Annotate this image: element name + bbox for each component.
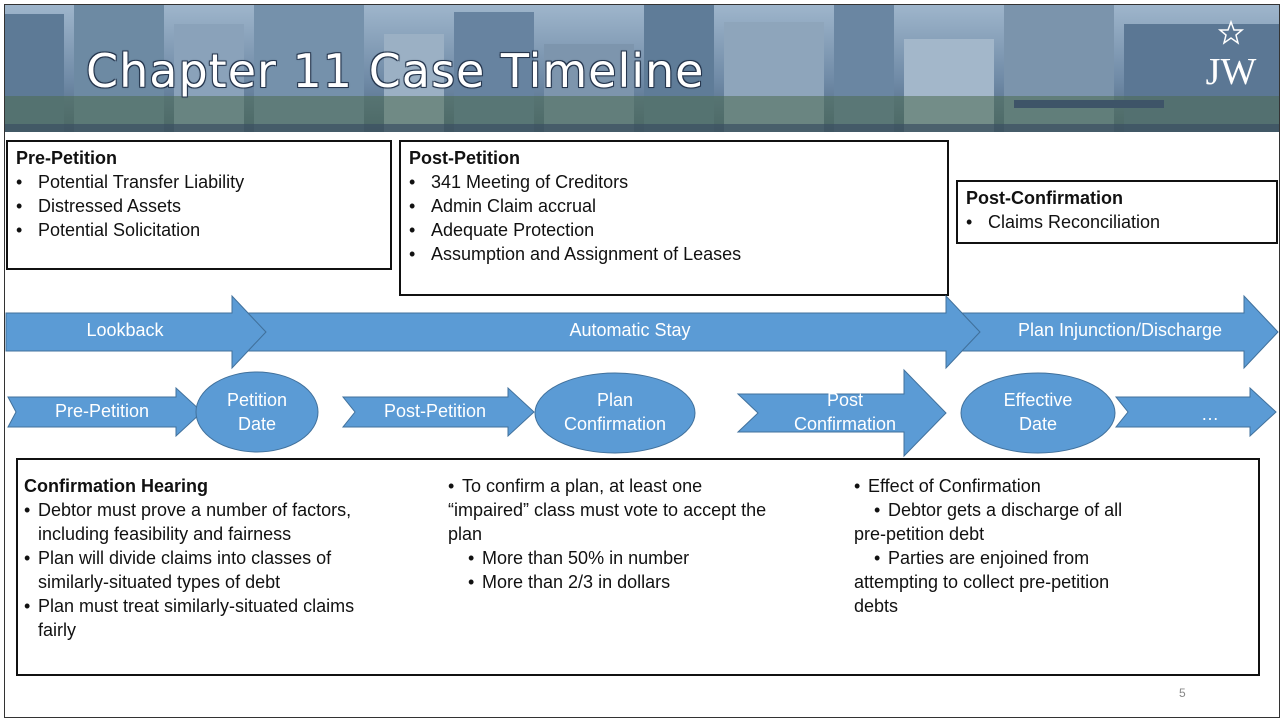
post-petition-timeline-label: Post-Petition: [383, 401, 487, 421]
petition-date-line2: Date: [237, 414, 277, 434]
sub-list-item: More than 2/3 in dollars: [448, 570, 868, 594]
slide-title: Chapter 11 Case Timeline: [86, 44, 705, 98]
automatic-stay-label: Automatic Stay: [569, 320, 691, 340]
list-item: Effect of Confirmation: [854, 474, 1254, 498]
effective-date-line2: Date: [1018, 414, 1058, 434]
sub-list-item: Debtor gets a discharge of all: [854, 498, 1254, 522]
list-item-text: fairly: [38, 620, 77, 640]
slide-frame: [4, 4, 1280, 718]
list-item: Debtor must prove a number of factors, in…: [24, 498, 444, 546]
list-item-continuation: plan: [448, 524, 483, 544]
effective-date-line1: Effective: [1003, 390, 1073, 410]
confirmation-heading: Confirmation Hearing: [24, 476, 209, 496]
list-item: To confirm a plan, at least one: [448, 474, 868, 498]
post-confirmation-line2: Confirmation: [793, 414, 897, 434]
plan-confirmation-line2: Confirmation: [563, 414, 667, 434]
header-banner: [4, 4, 1280, 132]
plan-confirmation-label: Plan Confirmation: [545, 388, 685, 436]
plan-injunction-label: Plan Injunction/Discharge: [1017, 320, 1223, 340]
box-heading: Pre-Petition: [16, 148, 118, 168]
list-item: Claims Reconciliation: [966, 210, 1268, 234]
jw-logo: JW: [1206, 20, 1257, 92]
list-item: Potential Solicitation: [16, 218, 382, 242]
post-petition-box: Post-Petition 341 Meeting of Creditors A…: [399, 140, 949, 296]
list-item-continuation: pre-petition debt: [854, 524, 985, 544]
city-skyline-image: [4, 4, 1280, 132]
effective-date-label: Effective Date: [978, 388, 1098, 436]
confirmation-col-3: Effect of Confirmation Debtor gets a dis…: [854, 474, 1254, 618]
list-item-text: similarly-situated types of debt: [38, 572, 281, 592]
list-item-text: To confirm a plan, at least one: [462, 476, 703, 496]
list-item: 341 Meeting of Creditors: [409, 170, 939, 194]
box-heading: Post-Confirmation: [966, 188, 1123, 208]
list-item: Admin Claim accrual: [409, 194, 939, 218]
box-heading: Post-Petition: [409, 148, 520, 168]
list-item: Plan will divide claims into classes of s…: [24, 546, 444, 594]
petition-date-line1: Petition: [226, 390, 288, 410]
sub-list-item: Parties are enjoined from: [854, 546, 1254, 570]
confirmation-hearing-box: Confirmation Hearing Debtor must prove a…: [16, 458, 1260, 676]
list-item-text: Plan will divide claims into classes of: [38, 548, 332, 568]
list-item: Plan must treat similarly-situated claim…: [24, 594, 444, 642]
pre-petition-box: Pre-Petition Potential Transfer Liabilit…: [6, 140, 392, 270]
list-item-text: Debtor must prove a number of factors,: [38, 500, 352, 520]
page-number: 5: [1179, 686, 1186, 700]
list-item-text: Plan must treat similarly-situated claim…: [38, 596, 355, 616]
post-confirmation-timeline-label: Post Confirmation: [770, 388, 920, 436]
confirmation-col-1: Confirmation Hearing Debtor must prove a…: [24, 474, 444, 642]
list-item: Assumption and Assignment of Leases: [409, 242, 939, 266]
list-item-continuation: debts: [854, 596, 899, 616]
list-item-continuation: attempting to collect pre-petition: [854, 572, 1110, 592]
ellipsis-label: …: [1201, 404, 1219, 424]
list-item: Distressed Assets: [16, 194, 382, 218]
confirmation-col-2: To confirm a plan, at least one “impaire…: [448, 474, 868, 594]
post-confirmation-line1: Post: [826, 390, 864, 410]
list-item-text: including feasibility and fairness: [38, 524, 292, 544]
lookback-label: Lookback: [86, 320, 164, 340]
list-item-continuation: “impaired” class must vote to accept the: [448, 500, 767, 520]
logo-text: JW: [1206, 51, 1257, 92]
list-item: Potential Transfer Liability: [16, 170, 382, 194]
plan-confirmation-line1: Plan: [596, 390, 634, 410]
pre-petition-timeline-label: Pre-Petition: [54, 401, 150, 421]
petition-date-label: Petition Date: [200, 388, 314, 436]
list-item: Adequate Protection: [409, 218, 939, 242]
post-confirmation-box: Post-Confirmation Claims Reconciliation: [956, 180, 1278, 244]
sub-list-item: More than 50% in number: [448, 546, 868, 570]
